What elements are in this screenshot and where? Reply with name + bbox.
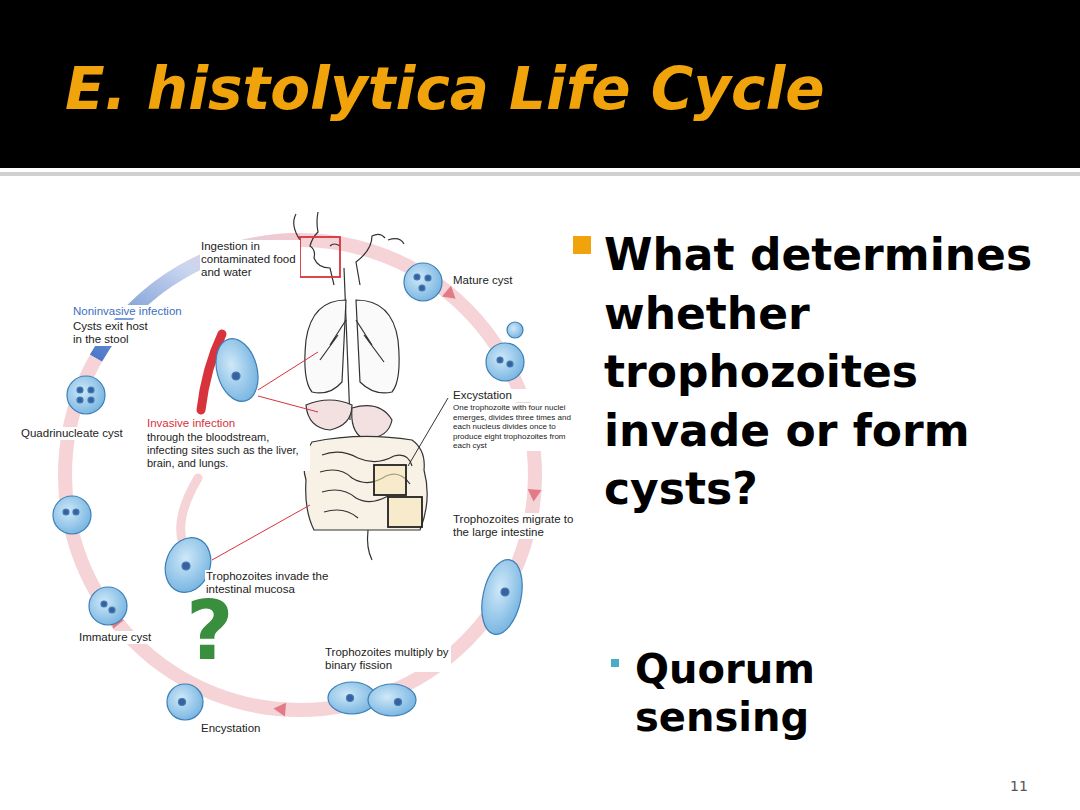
stage-label: Quadrinucleate cyst xyxy=(20,427,147,440)
stage-label: Mature cyst xyxy=(452,274,544,287)
bullet-text: What determines whether trophozoites inv… xyxy=(604,226,1054,519)
stage-note: One trophozoite with four nuclei emerges… xyxy=(452,403,572,451)
stage-label: Trophozoites migrate to the large intest… xyxy=(452,513,579,539)
stage-note: through the bloodstream, infecting sites… xyxy=(146,431,310,471)
intestine-highlight xyxy=(388,497,422,527)
page-number: 11 xyxy=(1010,778,1028,795)
cycle-ring xyxy=(60,240,542,717)
header-bar xyxy=(0,0,1080,168)
intestine-highlight xyxy=(374,465,406,495)
sub-bullet-square xyxy=(611,659,619,667)
sub-bullet-text: Quorum sensing xyxy=(635,645,935,741)
stage-label: Immature cyst xyxy=(78,631,175,644)
slide-title: E. histolytica Life Cycle xyxy=(65,58,1055,122)
stage-label: Ingestion in contaminated food and water xyxy=(200,240,300,280)
header-rule xyxy=(0,172,1080,176)
pathway-label: Noninvasive infection xyxy=(72,305,204,318)
pathway-label: Invasive infection xyxy=(146,417,288,430)
stage-label: Cysts exit host in the stool xyxy=(72,320,159,346)
stage-label: Trophozoites multiply by binary fission xyxy=(324,646,451,672)
bullet-square xyxy=(573,236,591,254)
mouth-highlight xyxy=(300,237,340,277)
stage-label: Encystation xyxy=(200,722,292,735)
body-sketch xyxy=(294,212,427,560)
question-mark: ? xyxy=(186,590,246,672)
stage-label: Excystation xyxy=(452,389,564,402)
parasite-cells xyxy=(53,263,528,720)
